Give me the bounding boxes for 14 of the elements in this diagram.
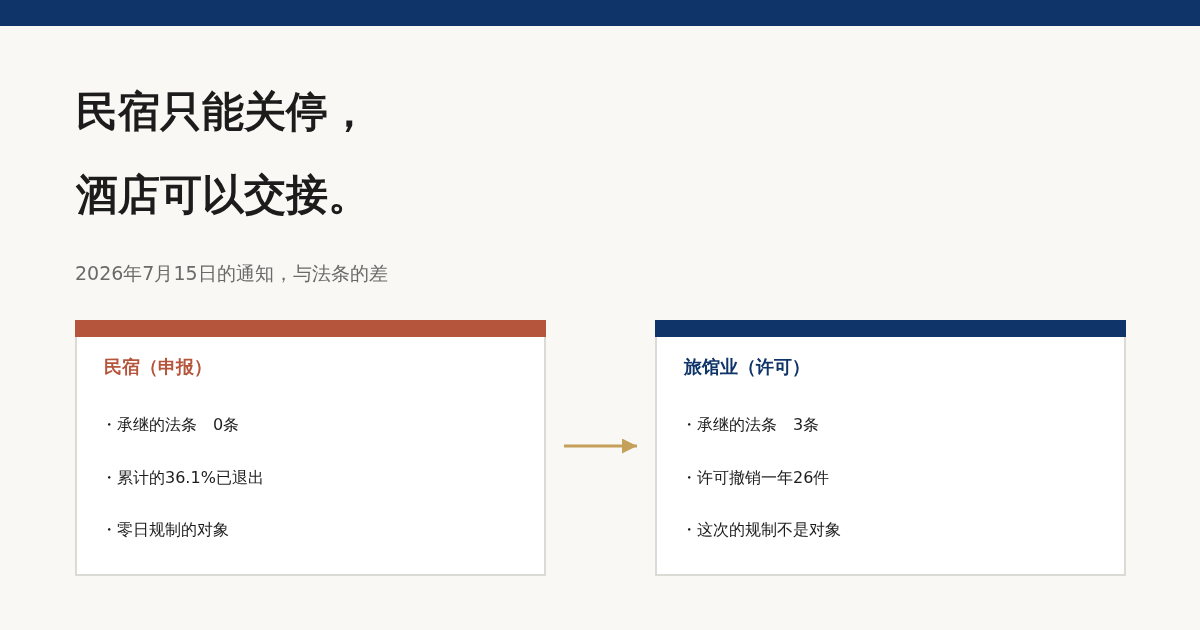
subtitle: 2026年7月15日的通知，与法条的差: [75, 261, 388, 286]
title: 民宿只能关停，酒店可以交接。: [76, 86, 371, 221]
bullet-text: ・累计的36.1%已退出: [101, 467, 264, 489]
arrow: [564, 438, 637, 454]
bullet-text: ・承继的法条 3条: [681, 414, 820, 436]
card: [655, 320, 1126, 576]
bullet-text: ・这次的规制不是对象: [681, 519, 841, 541]
bullet-text: ・零日规制的对象: [101, 519, 229, 541]
top-banner: [0, 0, 1200, 26]
bullet-text: ・许可撤销一年26件: [681, 467, 830, 489]
card-heading: 旅馆业（许可）: [684, 355, 810, 379]
card: [75, 320, 546, 576]
card-heading: 民宿（申报）: [104, 355, 212, 379]
bullet-text: ・承继的法条 0条: [101, 414, 240, 436]
